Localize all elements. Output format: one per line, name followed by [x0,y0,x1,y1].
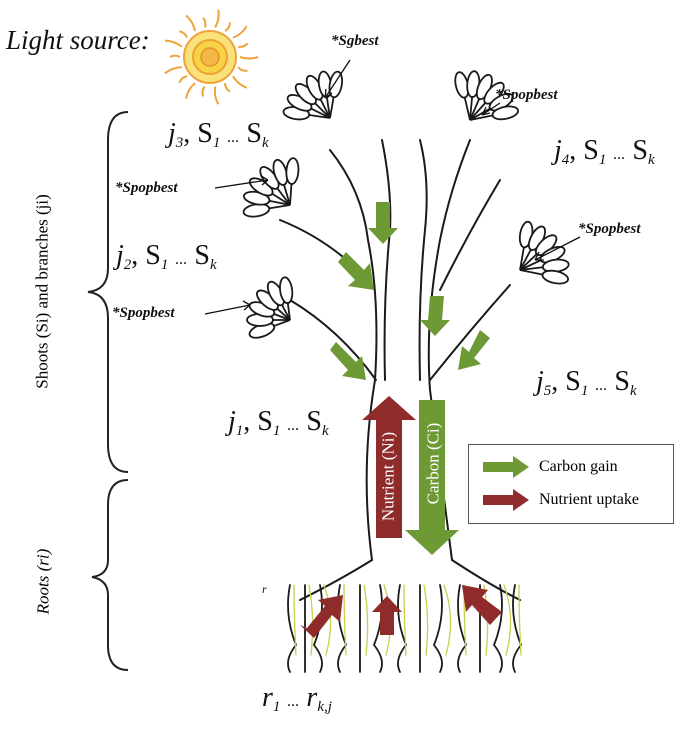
shoots-bracket [87,111,129,473]
root-system [287,584,523,673]
carbon-gain-arrows [330,202,490,380]
roots-label: r1 ... rk,j [262,682,332,715]
shoots-side-label: Shoots (Si) and branches (ji) [32,194,52,389]
root-small-label: r [262,582,267,596]
pointer-arrows [204,59,581,315]
branch-label-j2: j2, S1 ... Sk [116,240,217,273]
spopbest-marker-right: *Spopbest [578,221,641,237]
legend: Carbon gain Nutrient uptake [468,444,674,524]
leaf-cluster [242,70,570,339]
roots-bracket [91,479,129,671]
spopbest-marker-left-upper: *Spopbest [115,180,178,196]
sun-icon [164,9,259,105]
branch-label-j5: j5, S1 ... Sk [536,366,637,399]
nutrient-arrow-icon [483,489,529,511]
roots-side-label: Roots (ri) [33,548,53,615]
spopbest-marker-top: *Spopbest [495,87,558,103]
nutrient-uptake-arrows [300,585,502,638]
nutrient-flow-arrow [362,396,416,538]
nutrient-flow-label: Nutrient (Ni) [378,431,398,522]
legend-nutrient-label: Nutrient uptake [539,491,639,508]
branch-label-j3: j3, S1 ... Sk [168,118,269,151]
spopbest-marker-left-lower: *Spopbest [112,305,175,321]
sgbest-marker: *Sgbest [331,33,379,49]
branch-label-j4: j4, S1 ... Sk [554,135,655,168]
legend-item-carbon: Carbon gain [483,456,618,478]
carbon-flow-arrow [405,400,459,555]
carbon-arrow-icon [483,456,529,478]
legend-carbon-label: Carbon gain [539,458,618,475]
carbon-flow-label: Carbon (Ci) [423,422,443,505]
branch-label-j1: j1, S1 ... Sk [228,406,329,439]
legend-item-nutrient: Nutrient uptake [483,489,639,511]
page-title: Light source: [6,25,150,55]
